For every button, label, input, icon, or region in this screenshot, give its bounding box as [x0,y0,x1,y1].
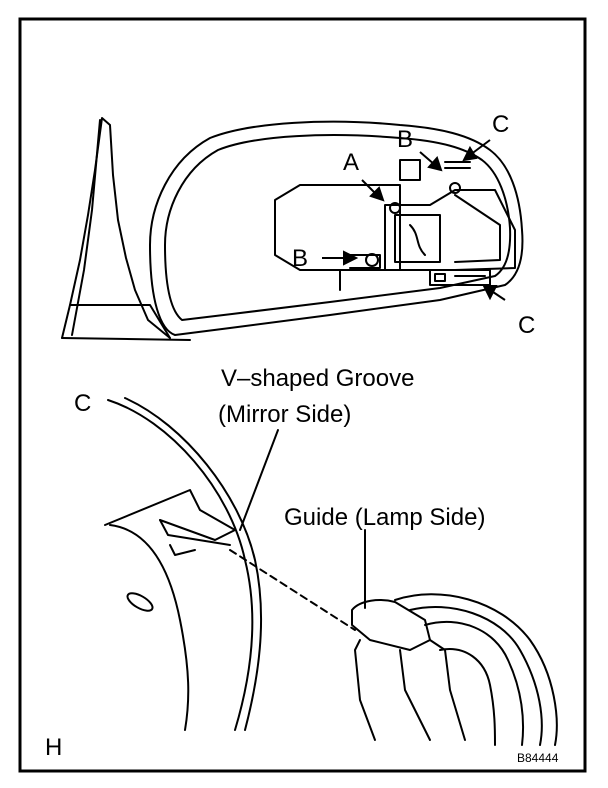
label-b-left: B [292,245,309,272]
figure-code: B84444 [517,751,559,765]
view-label-c: C [74,390,92,417]
label-a: A [343,149,360,176]
guide-label: Guide (Lamp Side) [284,504,486,531]
arrow-c-upper [462,139,491,162]
alignment-dashed-line [229,549,356,631]
groove-leader [239,429,279,531]
arrow-b-left [322,250,359,266]
arrow-a [361,179,385,202]
arrow-c-lower [482,285,506,301]
corner-label-h: H [45,734,63,761]
arrow-b-upper [419,151,443,172]
label-c-lower: C [518,312,536,339]
mirror-assembly-drawing [61,117,524,341]
groove-guide-detail [104,397,558,746]
groove-label-line1: V–shaped Groove [221,365,415,392]
label-b-upper: B [397,126,414,153]
groove-label-line2: (Mirror Side) [218,401,352,428]
callout-arrows [322,139,506,301]
label-c-upper: C [492,111,510,138]
frame-border [18,17,587,773]
